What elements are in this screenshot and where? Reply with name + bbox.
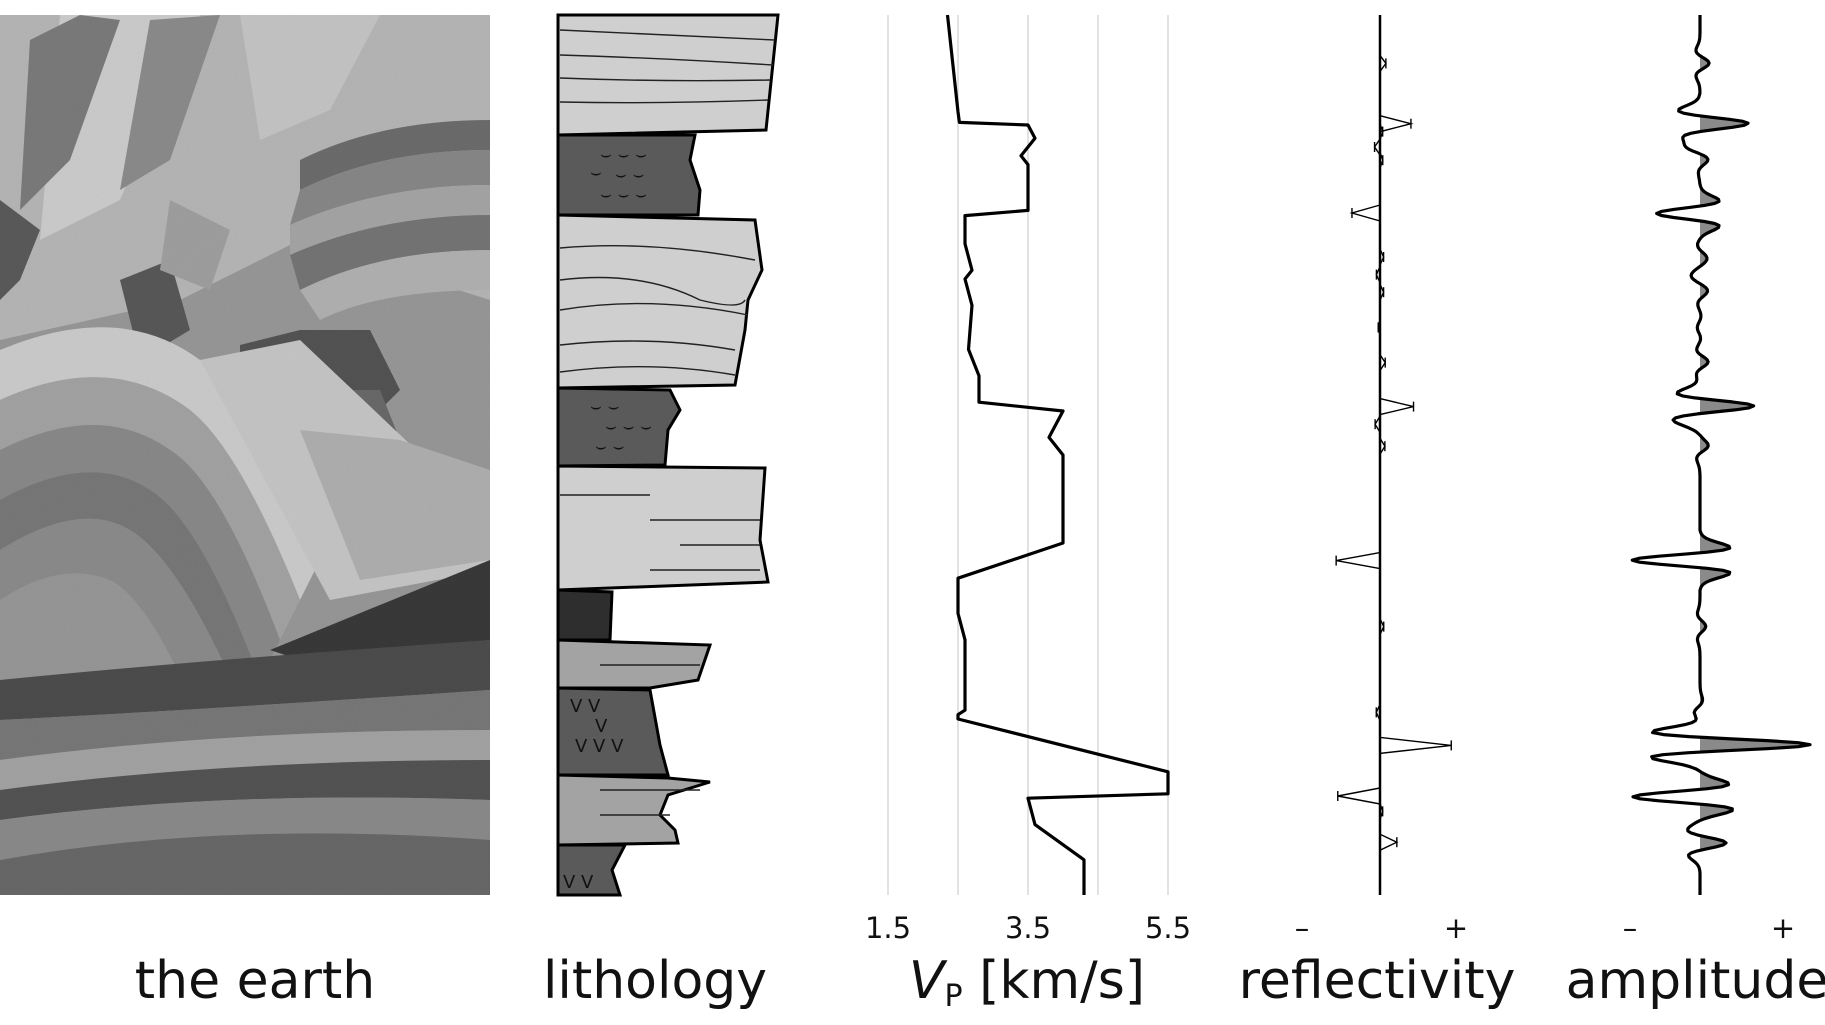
vp-panel: 1.5 3.5 5.5 — [865, 14, 1191, 945]
amplitude-panel — [1630, 15, 1812, 895]
reflectivity-trace — [1336, 15, 1452, 895]
reflectivity-neg-label: – — [1295, 911, 1310, 945]
litho-bed-5 — [556, 464, 770, 592]
svg-text:V V V: V V V — [575, 736, 624, 757]
vp-curve — [945, 14, 1170, 895]
svg-text:⌣ ⌣ ⌣: ⌣ ⌣ ⌣ — [600, 184, 647, 205]
svg-text:⌣ ⌣: ⌣ ⌣ — [595, 436, 624, 457]
svg-text:V: V — [595, 716, 608, 737]
svg-text:⌣ ⌣ ⌣: ⌣ ⌣ ⌣ — [605, 416, 652, 437]
litho-bed-1 — [556, 13, 780, 137]
earth-panel — [0, 15, 490, 895]
vp-tick-2: 5.5 — [1145, 911, 1191, 945]
amplitude-pos-label: + — [1771, 911, 1795, 945]
litho-bed-9 — [556, 773, 711, 847]
vp-tick-0: 1.5 — [865, 911, 911, 945]
earth-label: the earth — [135, 951, 375, 1011]
reflectivity-label: reflectivity — [1239, 951, 1516, 1011]
svg-text:⌣ ⌣: ⌣ ⌣ — [590, 396, 619, 417]
amplitude-neg-label: – — [1623, 911, 1638, 945]
svg-text:⌣ ⌣ ⌣: ⌣ ⌣ ⌣ — [600, 144, 647, 165]
lithology-panel — [556, 13, 780, 897]
lithology-symbols: ⌣ ⌣ ⌣ ⌣ ⌣ ⌣ ⌣ ⌣ ⌣ ⌣ ⌣ ⌣ ⌣ ⌣ ⌣ ⌣ V V V V … — [563, 144, 652, 893]
vp-grid — [887, 15, 1169, 895]
svg-text:⌣ ⌣: ⌣ ⌣ — [615, 164, 644, 185]
lithology-label: lithology — [543, 951, 767, 1011]
svg-text:V V: V V — [570, 696, 601, 717]
reflectivity-spikes — [1335, 15, 1452, 895]
amplitude-positive-fill — [1700, 15, 1810, 895]
amplitude-wiggle — [1630, 15, 1812, 895]
svg-text:⌣: ⌣ — [590, 162, 602, 183]
vp-label-var: V — [909, 951, 948, 1011]
reflectivity-panel — [1335, 15, 1452, 895]
amplitude-label: amplitude — [1566, 951, 1825, 1011]
reflectivity-pos-label: + — [1444, 911, 1468, 945]
litho-bed-7 — [556, 638, 713, 690]
vp-label-unit: [km/s] — [963, 951, 1145, 1011]
litho-bed-6 — [556, 588, 614, 642]
vp-tick-labels: 1.5 3.5 5.5 — [865, 911, 1191, 945]
vp-tick-1: 3.5 — [1005, 911, 1051, 945]
lithology-texture — [559, 29, 776, 816]
vp-axis-label: VP [km/s] — [909, 951, 1145, 1014]
litho-bed-3 — [556, 213, 764, 390]
svg-text:V V: V V — [563, 872, 594, 893]
vp-label-sub: P — [945, 979, 963, 1014]
